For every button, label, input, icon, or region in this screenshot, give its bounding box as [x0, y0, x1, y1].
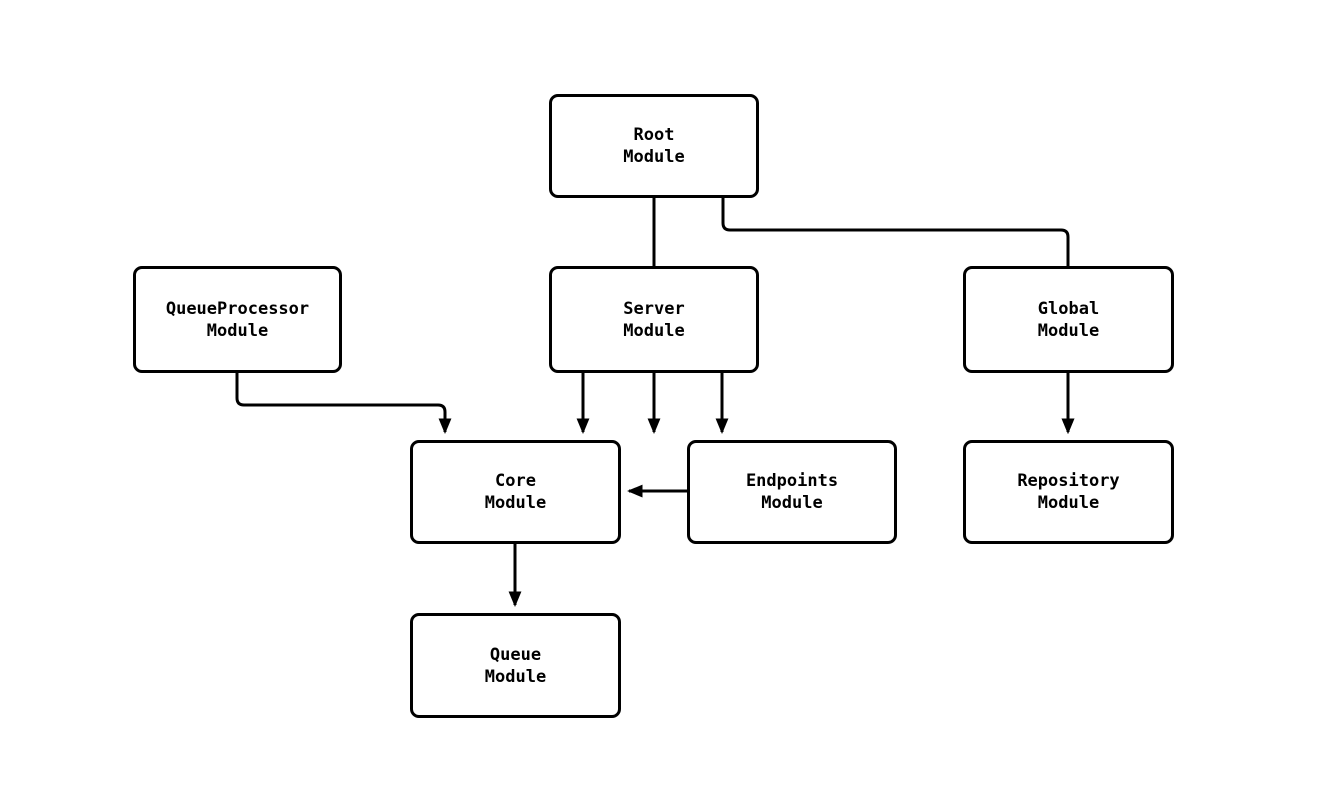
- edge-queueprocessor-to-core: [235, 373, 452, 434]
- node-core-label-line2: Module: [484, 493, 547, 513]
- node-core-label-line1: Core: [495, 471, 536, 491]
- node-repository-label-line2: Module: [1037, 493, 1100, 513]
- node-global-label-line1: Global: [1037, 298, 1100, 319]
- node-global-label-line2: Module: [1037, 320, 1100, 341]
- node-root-label-line2: Module: [623, 147, 685, 167]
- node-repository-label-line1: Repository: [1017, 471, 1120, 491]
- node-endpoints-label-line1: Endpoints: [745, 471, 839, 491]
- node-endpoints-label-line2: Module: [761, 493, 823, 513]
- node-queueprocessor-label-line1: QueueProcessor: [165, 298, 310, 319]
- node-server-label-line2: Module: [623, 320, 685, 341]
- node-queue-label-line1: Queue: [489, 644, 542, 665]
- node-queue-label-line2: Module: [484, 666, 547, 687]
- node-root-label-line1: Root: [633, 125, 675, 145]
- node-queueprocessor-label-line2: Module: [206, 320, 269, 341]
- node-server-label-line1: Server: [623, 298, 685, 319]
